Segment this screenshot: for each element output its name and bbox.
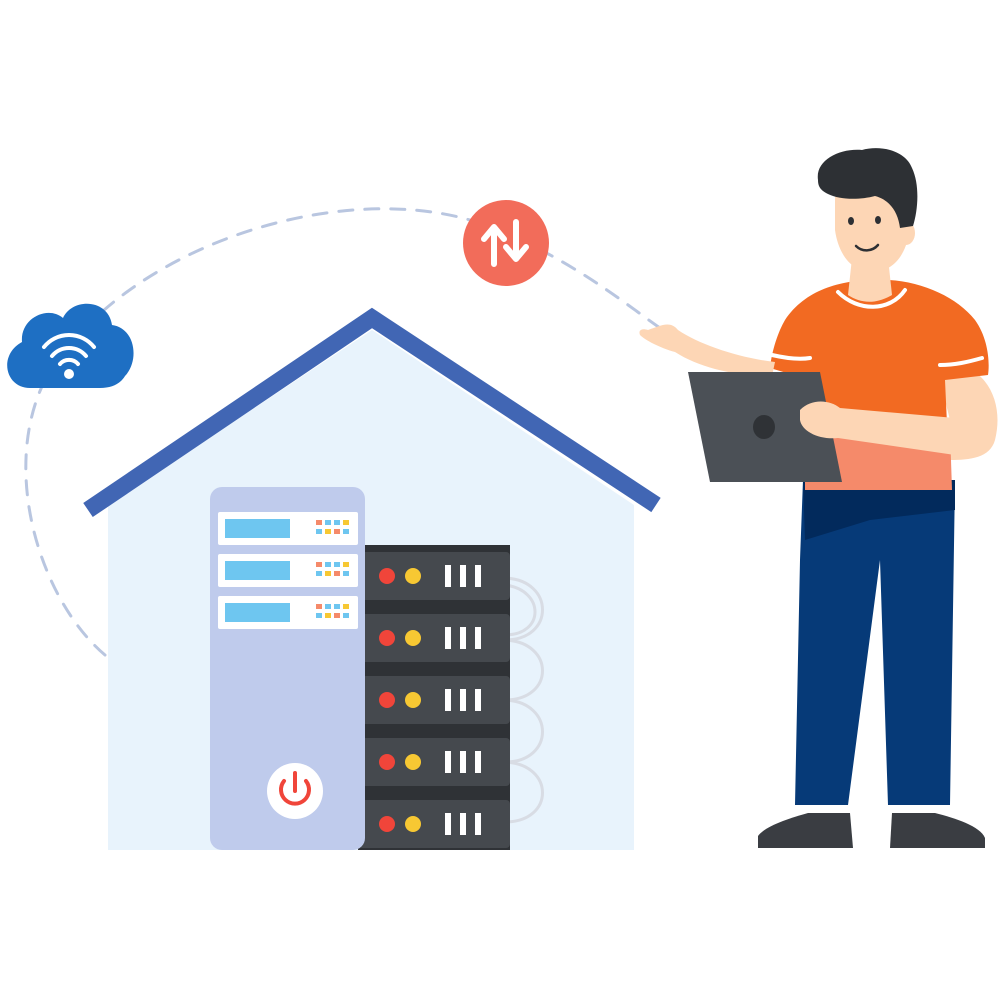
pants-shadow xyxy=(803,480,955,540)
eye-right xyxy=(875,216,881,224)
eye-left xyxy=(848,217,854,225)
tower-server xyxy=(210,487,365,850)
rack-unit xyxy=(358,800,510,848)
house-roof xyxy=(83,307,661,518)
tower-drive-bay xyxy=(218,554,358,587)
left-shoe xyxy=(758,813,853,848)
right-shoe xyxy=(890,813,985,848)
laptop-logo xyxy=(753,415,775,439)
rack-unit xyxy=(358,676,510,724)
mouth xyxy=(854,243,880,252)
rack-unit xyxy=(358,614,510,662)
power-icon xyxy=(267,763,323,819)
rack-unit xyxy=(358,738,510,786)
hair xyxy=(817,148,918,228)
tower-drive-bay xyxy=(218,512,358,545)
dashed-connection-path xyxy=(24,207,662,657)
rack-unit xyxy=(358,552,510,600)
pants xyxy=(795,480,955,805)
server-rack xyxy=(358,545,510,850)
rack-cables xyxy=(504,576,544,824)
sync-arrows-icon xyxy=(463,200,549,286)
collar xyxy=(836,288,907,309)
tower-drive-bay xyxy=(218,596,358,629)
sleeve-stripe-left xyxy=(770,353,812,361)
pointing-arm xyxy=(639,324,775,376)
wifi-cloud-icon xyxy=(7,303,134,388)
person xyxy=(639,148,998,848)
front-hand xyxy=(800,401,955,455)
sleeve-stripe-right xyxy=(938,356,984,367)
